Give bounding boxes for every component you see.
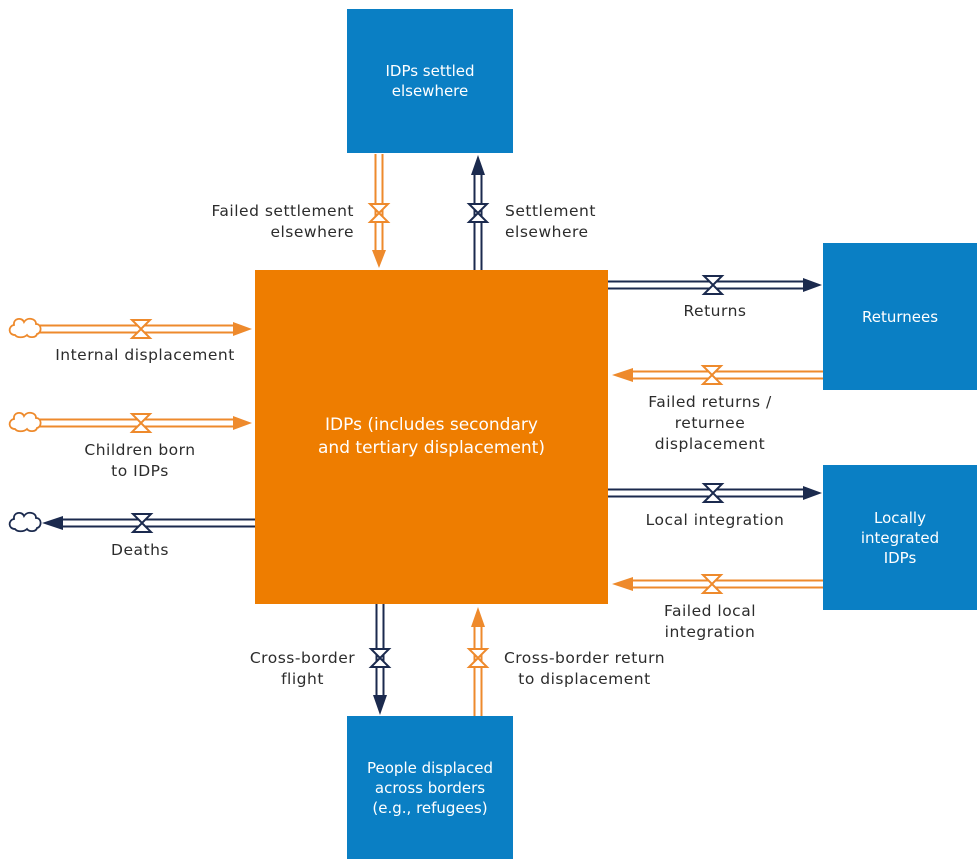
- arrowhead-icon: [233, 322, 252, 336]
- arrowhead-icon: [471, 155, 485, 175]
- flow-failed-returns: [630, 370, 823, 380]
- valve-icon: [700, 574, 724, 594]
- arrowhead-icon: [233, 416, 252, 430]
- cloud-icon: [8, 411, 42, 433]
- valve-icon: [129, 319, 153, 339]
- label-failed-returns: Failed returns / returnee displacement: [648, 393, 772, 453]
- stock-returnees: Returnees: [823, 243, 977, 390]
- arrowhead-icon: [373, 695, 387, 715]
- valve-icon: [368, 648, 392, 668]
- valve-icon: [367, 203, 391, 223]
- arrowhead-icon: [803, 278, 822, 292]
- valve-icon: [701, 275, 725, 295]
- stock-idps-center: IDPs (includes secondary and tertiary di…: [255, 270, 608, 604]
- valve-icon: [701, 483, 725, 503]
- cloud-icon: [8, 317, 42, 339]
- label-cross-border-return: Cross-border return to displacement: [503, 649, 666, 688]
- label-internal-displacement: Internal displacement: [55, 346, 235, 364]
- flow-deaths: [60, 518, 255, 528]
- stock-label: IDPs (includes secondary and tertiary di…: [318, 415, 545, 458]
- arrowhead-icon: [471, 607, 485, 627]
- valve-icon: [130, 513, 154, 533]
- label-returns: Returns: [683, 302, 747, 320]
- valve-icon: [700, 365, 724, 385]
- flow-local-integration: [608, 488, 806, 498]
- stock-label: Locally integrated IDPs: [860, 508, 940, 567]
- arrowhead-icon: [612, 368, 633, 382]
- valve-icon: [129, 413, 153, 433]
- stock-label: Returnees: [861, 307, 939, 326]
- flow-cross-border-return: [473, 625, 483, 716]
- arrowhead-icon: [803, 486, 822, 500]
- arrowhead-icon: [372, 250, 386, 268]
- arrowhead-icon: [612, 577, 633, 591]
- label-local-integration: Local integration: [645, 511, 785, 529]
- label-deaths: Deaths: [111, 541, 169, 559]
- arrowhead-icon: [42, 516, 63, 530]
- label-settlement: Settlement elsewhere: [505, 202, 596, 241]
- stock-cross-border: People displaced across borders (e.g., r…: [347, 716, 513, 859]
- flow-returns: [608, 280, 806, 290]
- label-cross-border-flight: Cross-border flight: [249, 649, 356, 688]
- valve-icon: [466, 648, 490, 668]
- label-failed-settlement: Failed settlement elsewhere: [211, 202, 354, 241]
- label-children-born: Children born to IDPs: [84, 441, 196, 480]
- stock-locally-integrated: Locally integrated IDPs: [823, 465, 977, 610]
- flow-failed-local-integration: [630, 579, 823, 589]
- stock-label: IDPs settled elsewhere: [385, 62, 475, 100]
- stock-label: People displaced across borders (e.g., r…: [367, 758, 493, 817]
- label-failed-local-integration: Failed local integration: [663, 602, 757, 641]
- cloud-icon: [8, 511, 42, 533]
- valve-icon: [466, 203, 490, 223]
- stock-idps-settled-elsewhere: IDPs settled elsewhere: [347, 9, 513, 153]
